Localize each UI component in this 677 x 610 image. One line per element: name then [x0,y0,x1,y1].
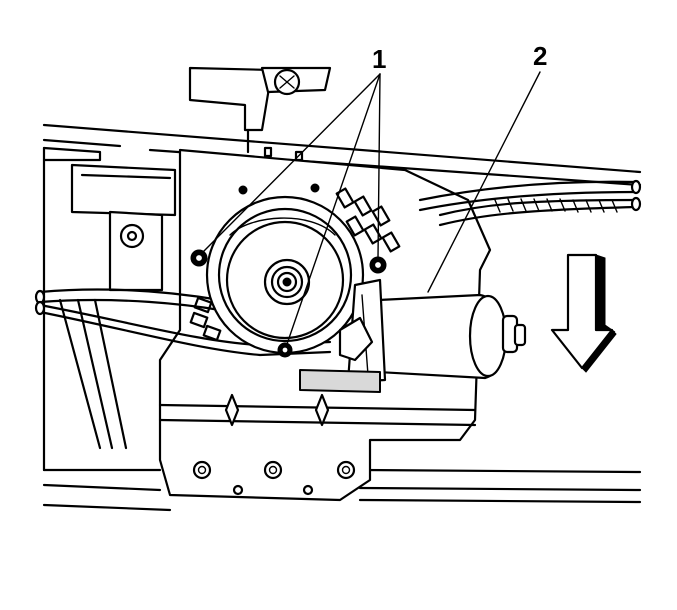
electric-motor [299,278,527,393]
callout-1: 1 [202,44,386,345]
wire-harness-right [418,179,642,227]
mounting-bolts [190,249,387,358]
down-arrow-icon [550,253,617,373]
wiper-motor-gearbox [205,195,365,355]
callout-2-label: 2 [533,41,547,71]
callout-2: 2 [427,41,547,293]
callout-1-label: 1 [372,44,386,74]
upper-bracket [188,66,332,154]
left-mounting-block [70,163,177,292]
